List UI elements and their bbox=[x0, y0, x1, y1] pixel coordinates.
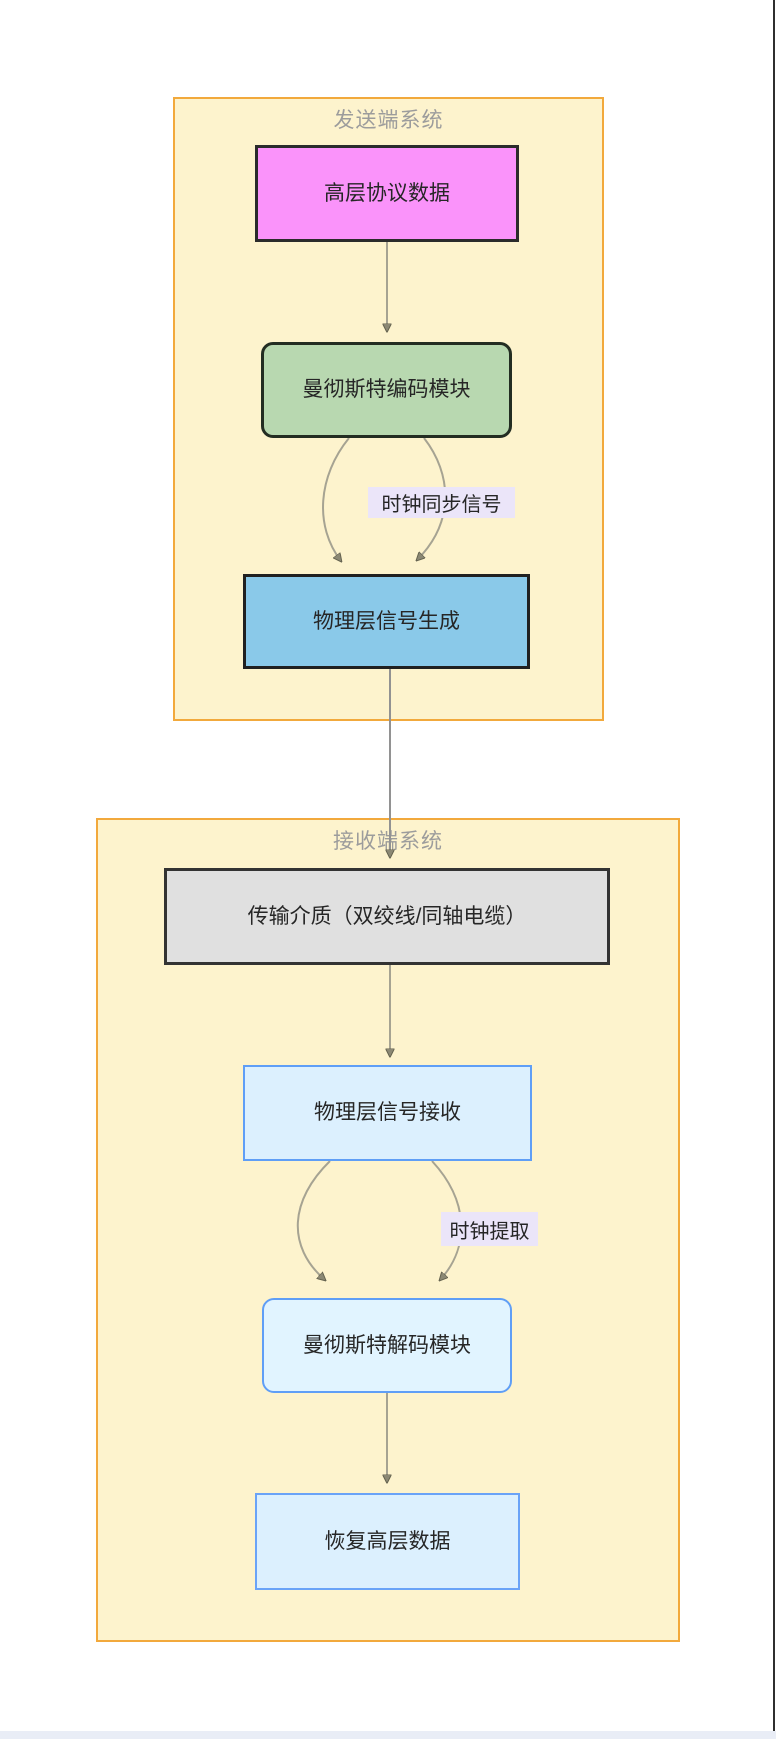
window-divider bbox=[773, 0, 775, 1731]
node-high-layer-data: 高层协议数据 bbox=[255, 145, 519, 242]
cluster-sender-title: 发送端系统 bbox=[333, 109, 444, 132]
node-physical-signal-rx: 物理层信号接收 bbox=[243, 1065, 532, 1161]
edge-label-clock-sync: 时钟同步信号 bbox=[368, 487, 515, 518]
cluster-receiver-title: 接收端系统 bbox=[333, 830, 443, 853]
node-manchester-decoder: 曼彻斯特解码模块 bbox=[262, 1298, 512, 1393]
node-recover-high-layer: 恢复高层数据 bbox=[255, 1493, 520, 1590]
node-manchester-encoder: 曼彻斯特编码模块 bbox=[261, 342, 512, 438]
edge-label-clock-extract: 时钟提取 bbox=[441, 1212, 538, 1246]
node-physical-signal-gen: 物理层信号生成 bbox=[243, 574, 530, 669]
node-transmission-medium: 传输介质（双绞线/同轴电缆） bbox=[164, 868, 610, 965]
horizontal-scrollbar[interactable] bbox=[0, 1731, 776, 1739]
